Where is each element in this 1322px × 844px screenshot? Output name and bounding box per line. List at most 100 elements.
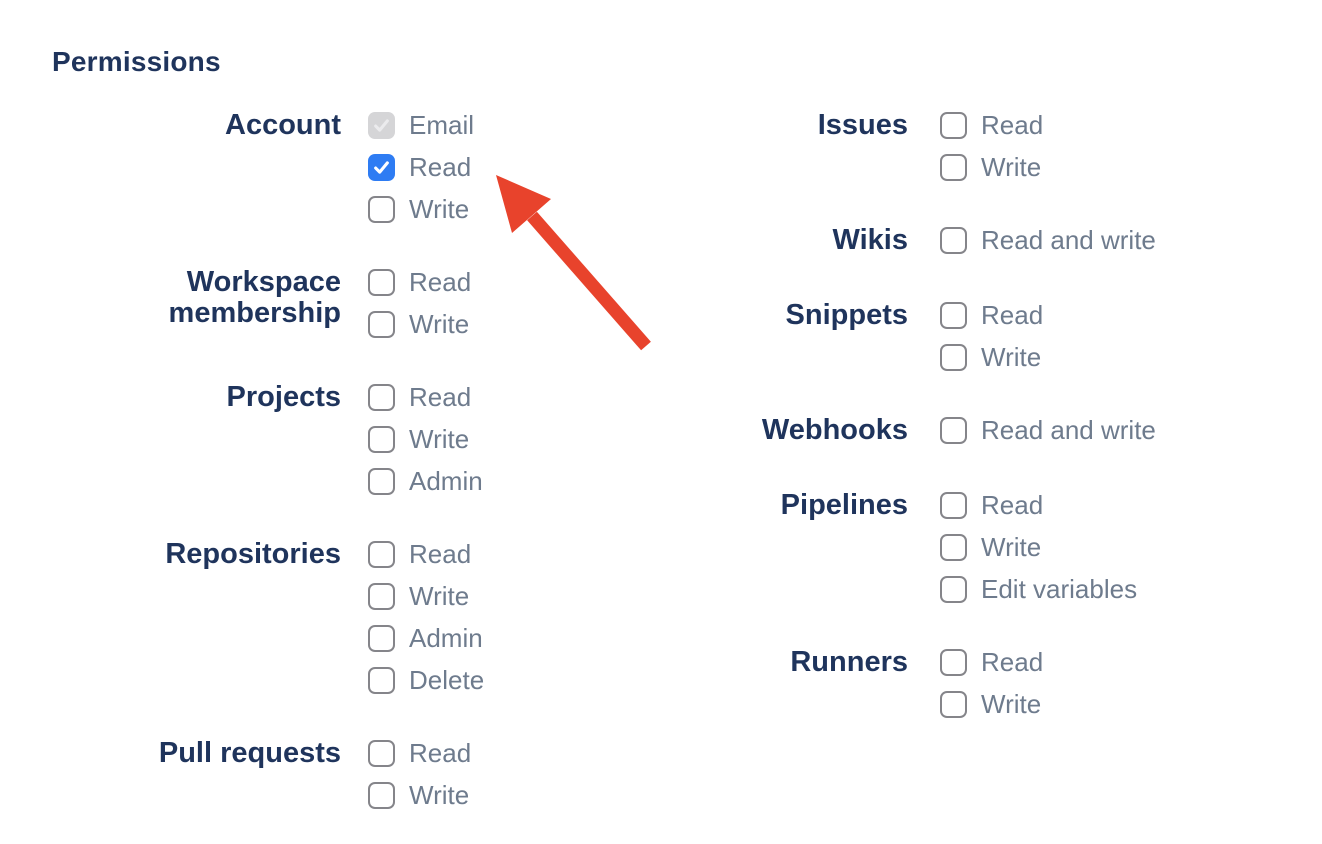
group-label-webhooks: Webhooks [761,414,908,446]
option-row-issues-write: Write [940,154,1043,181]
option-row-repositories-admin: Admin [368,625,484,652]
group-label-pipelines: Pipelines [780,489,908,521]
checkbox-projects-admin[interactable] [368,468,395,495]
checkbox-label-webhooks-read-and-write[interactable]: Read and write [981,415,1156,445]
check-icon [374,161,389,174]
group-label-snippets: Snippets [785,299,908,331]
checkbox-webhooks-read-and-write[interactable] [940,417,967,444]
checkbox-repositories-delete[interactable] [368,667,395,694]
checkbox-label-wikis-read-and-write[interactable]: Read and write [981,225,1156,255]
checkbox-label-pipelines-write[interactable]: Write [981,532,1042,562]
checkbox-label-issues-write[interactable]: Write [981,152,1042,182]
checkbox-snippets-read[interactable] [940,302,967,329]
checkbox-workspace-membership-read[interactable] [368,269,395,296]
options-list: Read and write [940,417,1156,444]
checkbox-label-projects-write[interactable]: Write [409,424,470,454]
group-label-workspace-membership: Workspace membership [168,266,341,329]
checkbox-label-account-read[interactable]: Read [409,152,472,182]
group-label-pull-requests: Pull requests [158,737,341,769]
checkbox-label-projects-admin[interactable]: Admin [409,466,483,496]
checkbox-label-snippets-read[interactable]: Read [981,300,1044,330]
option-row-workspace-membership-write: Write [368,311,471,338]
group-label-issues: Issues [817,109,908,141]
checkbox-issues-read[interactable] [940,112,967,139]
checkbox-label-pipelines-edit-variables[interactable]: Edit variables [981,574,1138,604]
checkbox-pull-requests-write[interactable] [368,782,395,809]
option-row-pull-requests-read: Read [368,740,471,767]
option-row-runners-write: Write [940,691,1043,718]
group-label-runners: Runners [790,646,908,678]
checkbox-account-email [368,112,395,139]
checkbox-workspace-membership-write[interactable] [368,311,395,338]
checkbox-pipelines-write[interactable] [940,534,967,561]
checkbox-wikis-read-and-write[interactable] [940,227,967,254]
option-row-issues-read: Read [940,112,1043,139]
checkbox-label-repositories-write[interactable]: Write [409,581,470,611]
checkbox-issues-write[interactable] [940,154,967,181]
option-row-account-read: Read [368,154,474,181]
checkbox-projects-write[interactable] [368,426,395,453]
option-row-repositories-delete: Delete [368,667,484,694]
checkbox-label-snippets-write[interactable]: Write [981,342,1042,372]
option-row-account-email: Email [368,112,474,139]
checkbox-runners-write[interactable] [940,691,967,718]
checkbox-label-runners-read[interactable]: Read [981,647,1044,677]
checkbox-label-repositories-admin[interactable]: Admin [409,623,483,653]
checkbox-label-pipelines-read[interactable]: Read [981,490,1044,520]
checkbox-snippets-write[interactable] [940,344,967,371]
option-row-projects-read: Read [368,384,483,411]
checkbox-runners-read[interactable] [940,649,967,676]
option-row-snippets-write: Write [940,344,1043,371]
checkbox-label-projects-read[interactable]: Read [409,382,472,412]
checkbox-label-repositories-read[interactable]: Read [409,539,472,569]
option-row-wikis-read-and-write: Read and write [940,227,1156,254]
checkbox-label-workspace-membership-read[interactable]: Read [409,267,472,297]
option-row-repositories-read: Read [368,541,484,568]
option-row-runners-read: Read [940,649,1043,676]
checkbox-label-repositories-delete[interactable]: Delete [409,665,485,695]
group-label-projects: Projects [226,381,341,413]
checkbox-repositories-read[interactable] [368,541,395,568]
checkbox-label-account-write[interactable]: Write [409,194,470,224]
checkbox-account-read[interactable] [368,154,395,181]
checkbox-projects-read[interactable] [368,384,395,411]
checkbox-label-pull-requests-read[interactable]: Read [409,738,472,768]
checkbox-pipelines-read[interactable] [940,492,967,519]
option-row-repositories-write: Write [368,583,484,610]
group-label-account: Account [225,109,341,141]
group-label-wikis: Wikis [832,224,909,256]
checkbox-label-workspace-membership-write[interactable]: Write [409,309,470,339]
checkbox-pull-requests-read[interactable] [368,740,395,767]
permission-group-wikis: Wikis Read and write [668,224,1322,256]
checkbox-repositories-write[interactable] [368,583,395,610]
checkbox-account-write[interactable] [368,196,395,223]
option-row-pipelines-read: Read [940,492,1137,519]
option-row-pull-requests-write: Write [368,782,471,809]
checkbox-repositories-admin[interactable] [368,625,395,652]
checkbox-label-pull-requests-write[interactable]: Write [409,780,470,810]
checkbox-label-issues-read[interactable]: Read [981,110,1044,140]
options-list: Read and write [940,227,1156,254]
option-row-pipelines-write: Write [940,534,1137,561]
checkbox-label-runners-write[interactable]: Write [981,689,1042,719]
checkbox-pipelines-edit-variables[interactable] [940,576,967,603]
group-label-repositories: Repositories [165,538,341,570]
checkbox-label-account-email: Email [409,110,475,140]
